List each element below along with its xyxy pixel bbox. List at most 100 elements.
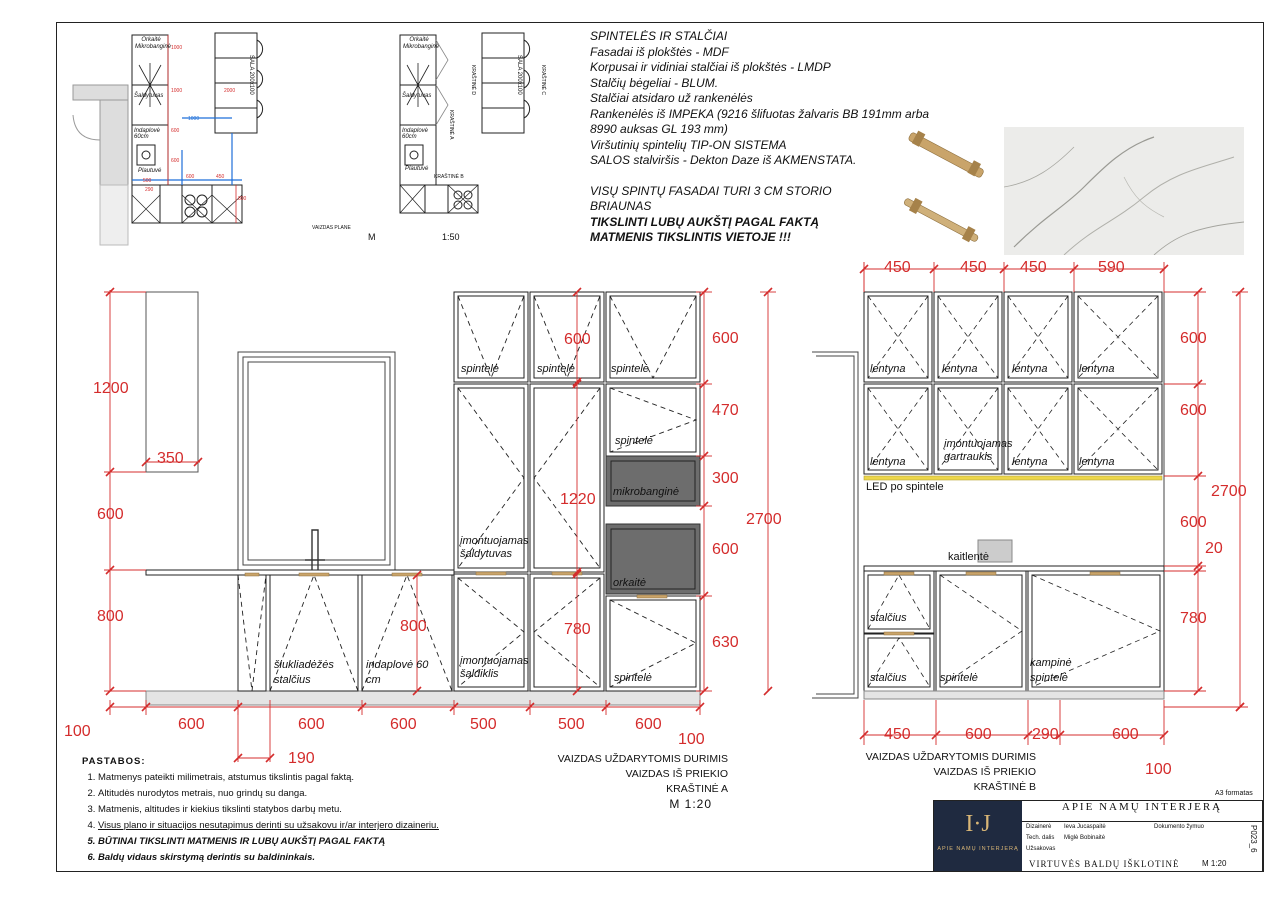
edge-label: KRAŠTINĖ B [434,174,464,180]
logo-mark: I·J [965,811,991,837]
oven-appliance [605,523,701,595]
oven-label: orkaitė [613,577,647,589]
dimension-value: 600 [178,716,205,733]
cabinet-label: spintelė [611,363,649,375]
drawer-label: stalčius [870,612,907,624]
plan-label: Indaplovė 60cm [134,128,161,140]
tb-field: Dokumento žymuo [1154,824,1205,830]
tb-field: Užsakovas [1026,846,1056,852]
microwave-label: mikrobanginė [613,486,680,498]
dimension-tick [141,457,151,467]
shelf-label: lentyna [1079,363,1115,375]
shelf-label: lentyna [870,456,906,468]
notes-title: PASTABOS: [82,756,146,767]
dimension-value: 100 [1145,761,1172,778]
spec-line: 8990 auksas GL 193 mm) [590,122,728,136]
dishwasher-label: indaplovė 60 cm [366,659,429,686]
spec-line: SALOS stalviršis - Dekton Daze iš AKMENS… [590,153,857,167]
note-item: Altitudės nurodytos metrais, nuo grindų … [98,786,439,802]
spec-line: Viršutinių spintelių TIP-ON SISTEMA [590,137,787,152]
hob-label: kaitlentė [948,551,989,563]
warning-note: TIKSLINTI LUBŲ AUKŠTĮ PAGAL FAKTĄ [590,214,820,229]
edge-label: KRAŠTINĖ D [470,65,476,96]
plan-view [72,32,264,246]
dimension-tick [572,567,582,577]
caption-line: VAIZDAS UŽDARYTOMIS DURIMIS [865,751,1036,763]
dimension-tick [193,457,203,467]
dimension-tick [572,686,582,696]
plan-dim: 600 [186,174,195,180]
plan-label: Indaplovė 60cm [402,128,429,140]
spec-line: Stalčių bėgeliai - BLUM. [590,75,719,90]
dimension-value: 500 [470,716,497,733]
sheet-format: A3 formatas [1215,790,1253,797]
dimension-lines [104,262,1248,763]
plan-dim: 600 [171,158,180,164]
spec-title: SPINTELĖS IR STALČIAI [590,29,728,43]
island-label: SALA 200x100 [248,55,254,95]
handle-samples-image [903,127,1003,255]
facade-note: BRIAUNAS [590,199,652,213]
dimension-value: 2700 [1211,483,1247,500]
tb-field: Tech. dalis [1026,835,1055,841]
dimension-tick [572,379,582,389]
hob-pot [977,539,1013,563]
note-item: Matmenys pateikti milimetrais, atstumus … [98,770,439,786]
dimension-tick [572,569,582,579]
edge-label: KRAŠTINĖ C [540,65,546,96]
cabinet-label: spintelė [537,363,575,375]
drawing-sheet [56,22,1264,872]
facade-note: VISŲ SPINTŲ FASADAI TURI 3 CM STORIO [590,183,832,198]
dimension-value: 800 [400,618,427,635]
shelf-label: lentyna [942,363,978,375]
dimension-value: 300 [712,470,739,487]
dimension-value: 350 [157,450,184,467]
dimension-tick [763,686,773,696]
dimension-value: 470 [712,402,739,419]
dimension-value: 450 [960,259,987,276]
dimension-value: 290 [1032,726,1059,743]
title-block: I·J APIE NAMŲ INTERJERĄ APIE NAMŲ INTERJ… [933,800,1263,872]
plan-dim: 1000 [188,116,200,122]
document-code: P023_6 [1249,825,1258,853]
cabinet-label: spintelė [940,672,978,684]
dimension-value: 1220 [560,491,596,508]
plan-label: Šaldytuvas [402,93,432,99]
fridge-label: įmontuojamas šaldytuvas [460,535,529,560]
plan-dim: 1000 [171,45,183,51]
spec-line: Korpusai ir vidiniai stalčiai iš plokštė… [590,60,831,74]
dimension-value: 600 [635,716,662,733]
dimension-value: 500 [558,716,585,733]
note-item: Baldų vidaus skirstymą derintis su baldi… [98,850,439,866]
plan-dim: 500 [143,178,152,184]
elevation-b-caption: VAIZDAS UŽDARYTOMIS DURIMIS VAIZDAS IŠ P… [840,750,1036,795]
cabinet-label: spintelė [614,672,652,684]
plan-dim: 800 [238,196,247,202]
dimension-value: 450 [884,259,911,276]
dimension-tick [412,686,422,696]
elevation-a [145,291,701,706]
dimension-tick [572,377,582,387]
dimension-value: 600 [298,716,325,733]
dimension-value: 2700 [746,511,782,528]
dimension-value: 190 [288,750,315,767]
island-label: SALA 200x100 [516,55,522,95]
notes-block: PASTABOS: Matmenys pateikti milimetrais,… [82,754,439,866]
caption-line: VAIZDAS IŠ PRIEKIO [625,768,729,780]
caption-line: VAIZDAS UŽDARYTOMIS DURIMIS [557,753,728,765]
spec-line: Rankenėlės iš IMPEKA (9216 šlifuotas žal… [590,106,930,121]
note-item: Visus plano ir situacijos nesutapimus de… [98,818,439,834]
tb-field: Ieva Jucaspaitė [1064,824,1106,830]
dimension-value: 600 [712,541,739,558]
dimension-tick [412,570,422,580]
cabinet-label: spintelė [461,363,499,375]
plan-label: Plautuvė [138,168,162,174]
dimension-value: 600 [1180,402,1207,419]
drawing-title: VIRTUVĖS BALDŲ IŠKLOTINĖ [1029,859,1180,869]
dimension-value: 630 [712,634,739,651]
dimension-value: 600 [1112,726,1139,743]
corner-cabinet-label: kampinė spintelė [1030,657,1072,684]
shelf-label: lentyna [1012,456,1048,468]
dimension-value: 100 [678,731,705,748]
